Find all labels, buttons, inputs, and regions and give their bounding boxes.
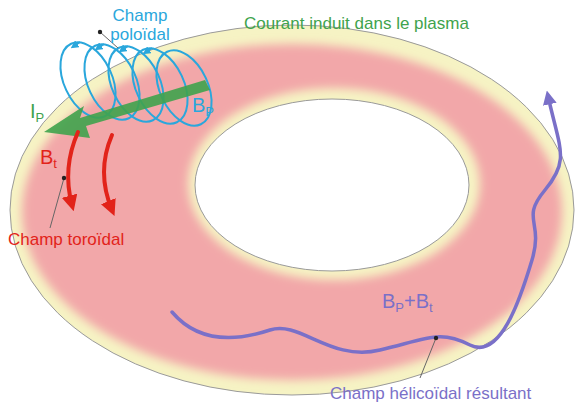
field-label: Champ poloïdal: [95, 6, 185, 44]
field-label: Champ toroïdal: [8, 230, 124, 249]
field-symbol: BP: [192, 96, 214, 121]
field-symbol: Bt: [40, 148, 57, 173]
current-symbol: IP: [30, 102, 44, 127]
field-symbol: BP+Bt: [382, 292, 433, 317]
field-label: Champ hélicoïdal résultant: [330, 384, 531, 403]
current-label: Courant induit dans le plasma: [244, 14, 469, 33]
